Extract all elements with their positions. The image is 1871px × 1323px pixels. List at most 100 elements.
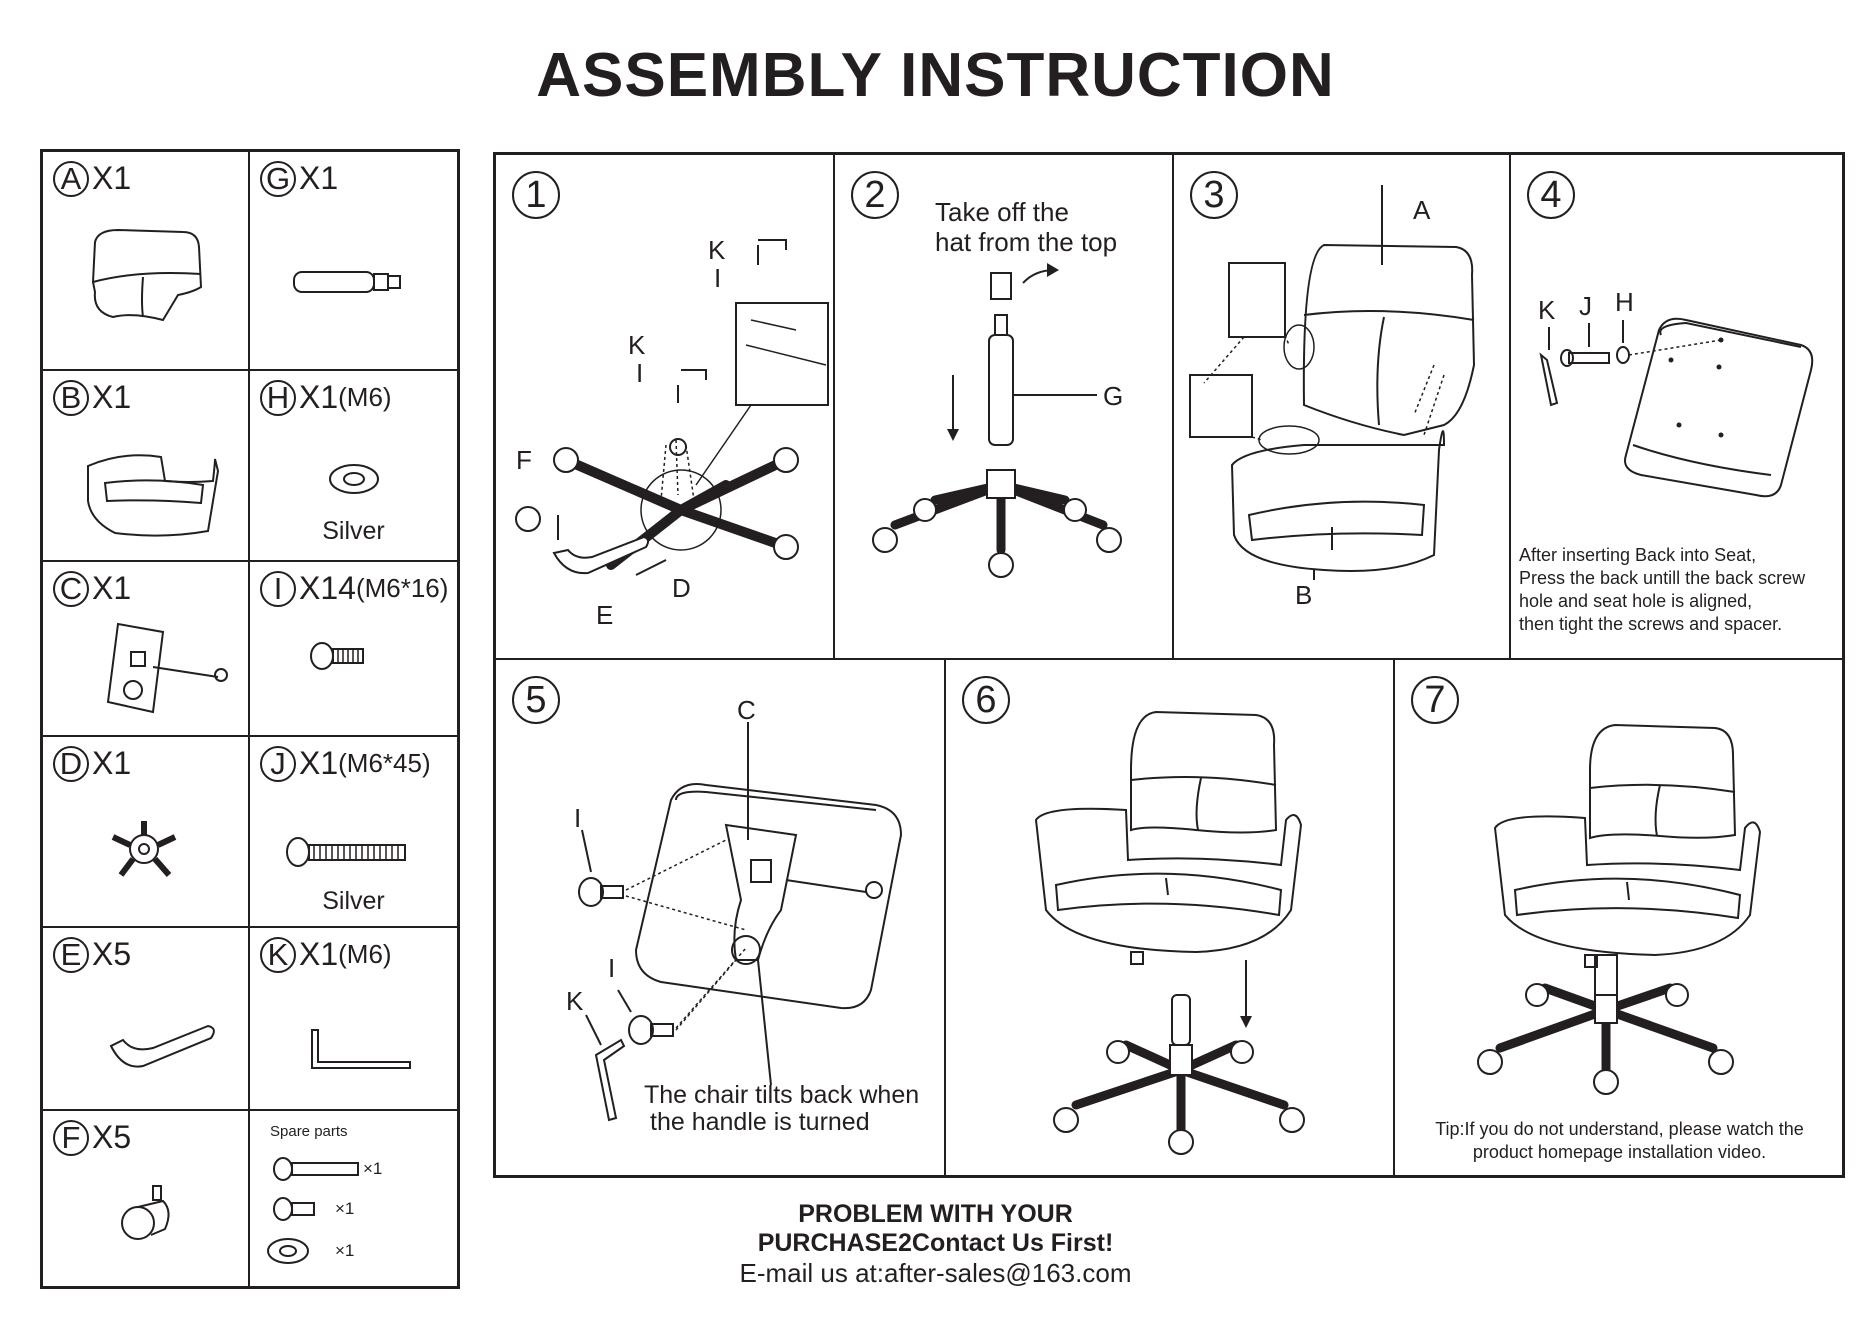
step-label: I xyxy=(714,263,722,293)
allen-key-icon xyxy=(311,1029,411,1069)
step-number: 2 xyxy=(851,171,899,219)
step-2-diagram xyxy=(872,263,1122,578)
base-star-icon xyxy=(111,821,177,877)
part-spec: (M6*45) xyxy=(338,748,431,778)
step-tip: product homepage installation video. xyxy=(1472,1142,1767,1162)
part-qty: X5 xyxy=(92,1119,132,1155)
step-6: 6 xyxy=(945,659,1394,1176)
spare-qty: ×1 xyxy=(335,1199,355,1218)
step-instruction: The chair tilts back when xyxy=(644,1081,920,1109)
step-4-diagram xyxy=(1539,317,1814,498)
page-title: ASSEMBLY INSTRUCTION xyxy=(536,41,1335,110)
step-3: 3 A B xyxy=(1173,154,1510,659)
step-instruction: Press the back untill the back screw xyxy=(1519,568,1806,588)
step-1: 1 K I K I F E D xyxy=(495,154,834,659)
part-letter: F xyxy=(53,1119,89,1156)
step-tip: Tip:If you do not understand, please wat… xyxy=(1435,1119,1804,1139)
footer-line-2: PURCHASE2Contact Us First! xyxy=(757,1229,1114,1257)
part-letter: I xyxy=(260,570,296,607)
step-label: B xyxy=(1295,580,1313,610)
step-label: F xyxy=(516,445,532,475)
step-label: I xyxy=(636,358,644,388)
step-label: K xyxy=(1538,295,1556,325)
part-qty: X1 xyxy=(92,570,132,606)
long-bolt-icon xyxy=(286,837,406,867)
step-number: 6 xyxy=(962,676,1010,724)
part-note: Silver xyxy=(322,517,385,545)
washer-icon xyxy=(329,464,379,494)
spare-parts-icons xyxy=(267,1157,359,1264)
step-label: G xyxy=(1103,381,1124,411)
part-letter: A xyxy=(53,160,89,197)
step-5-diagram xyxy=(578,722,903,1122)
step-number: 4 xyxy=(1527,171,1575,219)
part-letter: J xyxy=(260,745,296,782)
part-letter: C xyxy=(53,570,89,607)
step-7: 7 Tip:If you do not understand, please w… xyxy=(1394,659,1843,1176)
step-6-diagram xyxy=(1034,710,1305,1155)
step-label: H xyxy=(1615,287,1634,317)
step-3-diagram xyxy=(1189,185,1476,580)
part-qty: X5 xyxy=(92,936,132,972)
seat-icon xyxy=(87,454,220,537)
step-label: J xyxy=(1579,291,1592,321)
caster-wheel-icon xyxy=(121,1185,170,1240)
step-number: 7 xyxy=(1411,676,1459,724)
part-qty: X14 xyxy=(299,570,356,606)
step-instruction: hat from the top xyxy=(935,227,1118,257)
short-bolt-icon xyxy=(310,642,364,670)
step-label: K xyxy=(708,235,726,265)
step-5: 5 C I I K The chair tilts back when the … xyxy=(495,659,945,1176)
step-label: D xyxy=(672,573,691,603)
spare-parts-title: Spare parts xyxy=(270,1123,348,1140)
part-letter: H xyxy=(260,379,296,416)
step-instruction: then tight the screws and spacer. xyxy=(1519,614,1783,634)
step-4: 4 K J H After inserting Back into Seat, … xyxy=(1510,154,1843,659)
part-qty: X1 xyxy=(92,745,132,781)
spare-qty: ×1 xyxy=(363,1159,383,1178)
caster-socket-icon xyxy=(109,1024,215,1068)
gas-cylinder-icon xyxy=(293,271,401,293)
part-qty: X1 xyxy=(299,379,339,415)
assembly-steps: 1 K I K I F E D 2 Take off the xyxy=(493,152,1845,1178)
part-qty: X1 xyxy=(92,160,132,196)
spare-parts-cell: Spare parts ×1 ×1 ×1 xyxy=(249,1110,458,1287)
step-label: A xyxy=(1413,195,1431,225)
step-label: I xyxy=(574,803,582,833)
step-7-diagram xyxy=(1477,723,1762,1095)
part-letter: D xyxy=(53,745,89,782)
part-spec: (M6) xyxy=(338,382,392,412)
part-letter: K xyxy=(260,936,296,973)
step-number: 3 xyxy=(1190,171,1238,219)
step-label: I xyxy=(608,953,616,983)
step-label: E xyxy=(596,600,614,630)
step-2: 2 Take off the hat from the top G xyxy=(834,154,1173,659)
step-label: K xyxy=(566,986,584,1016)
spare-qty: ×1 xyxy=(335,1241,355,1260)
part-qty: X1 xyxy=(92,379,132,415)
step-instruction: Take off the xyxy=(935,197,1069,227)
contact-email: E-mail us at:after-sales@163.com xyxy=(739,1258,1132,1288)
step-instruction: the handle is turned xyxy=(650,1108,870,1136)
step-number: 5 xyxy=(512,676,560,724)
mechanism-plate-icon xyxy=(106,622,228,714)
step-label: C xyxy=(737,695,756,725)
step-instruction: hole and seat hole is aligned, xyxy=(1519,591,1753,611)
step-1-diagram xyxy=(515,239,829,576)
part-qty: X1 xyxy=(299,745,339,781)
footer-line-1: PROBLEM WITH YOUR xyxy=(798,1200,1073,1228)
part-letter: B xyxy=(53,379,89,416)
part-note: Silver xyxy=(322,887,385,915)
part-qty: X1 xyxy=(299,160,339,196)
step-instruction: After inserting Back into Seat, xyxy=(1519,545,1757,565)
part-letter: G xyxy=(260,160,296,197)
